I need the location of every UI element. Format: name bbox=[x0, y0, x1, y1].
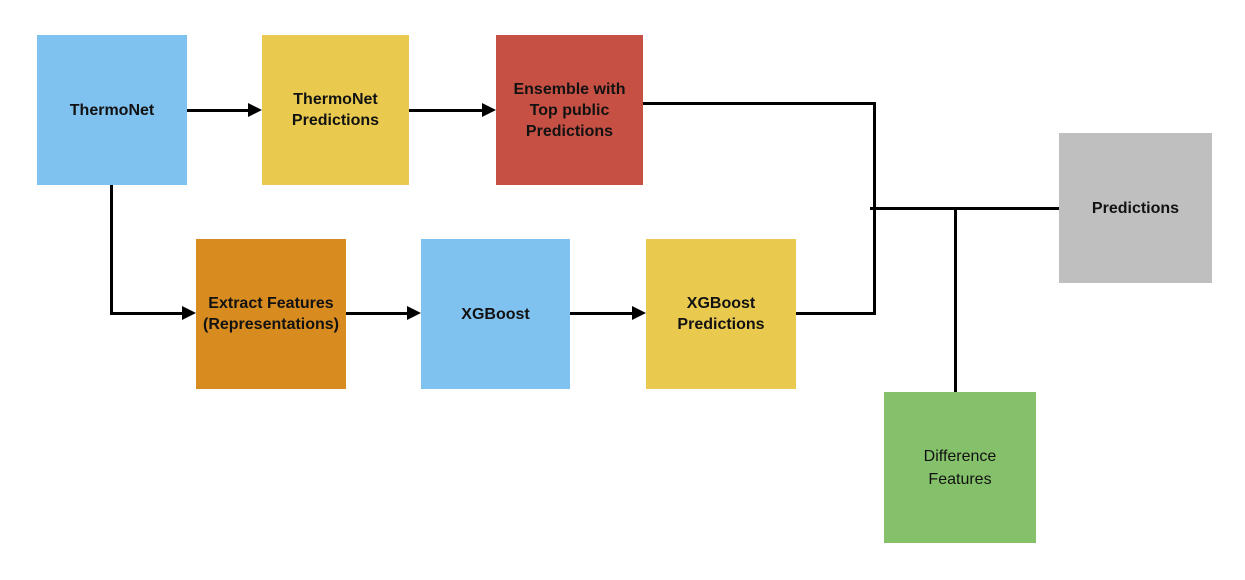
arrowhead-ensemble bbox=[482, 103, 496, 117]
node-thermonet: ThermoNet bbox=[37, 35, 187, 185]
edge-extract-features-to-xgboost bbox=[346, 312, 407, 315]
node-ensemble-top-public-label: Ensemble with Top public Predictions bbox=[513, 80, 626, 140]
node-xgboost-label: XGBoost bbox=[461, 305, 530, 323]
arrowhead-xgboost bbox=[407, 306, 421, 320]
edge-xgboost-predictions-to-junction bbox=[796, 312, 876, 315]
edge-thermonet-to-thermonet-predictions bbox=[187, 109, 248, 112]
node-xgboost: XGBoost bbox=[421, 239, 570, 389]
node-difference-features: Difference Features bbox=[884, 392, 1036, 543]
node-thermonet-predictions: ThermoNet Predictions bbox=[262, 35, 409, 185]
edge-ensemble-to-junction bbox=[643, 102, 876, 105]
edge-junction-to-predictions bbox=[870, 207, 1059, 210]
edge-xgboost-to-xgboost-predictions bbox=[570, 312, 632, 315]
node-extract-features: Extract Features (Representations) bbox=[196, 239, 346, 389]
node-thermonet-predictions-label: ThermoNet Predictions bbox=[291, 91, 380, 129]
edge-junction-to-difference-features bbox=[954, 207, 957, 392]
node-thermonet-label: ThermoNet bbox=[69, 101, 155, 119]
node-xgboost-predictions: XGBoost Predictions bbox=[646, 239, 796, 389]
node-predictions: Predictions bbox=[1059, 133, 1212, 283]
edge-thermonet-to-extract-features bbox=[110, 312, 182, 315]
node-difference-features-label: Difference Features bbox=[923, 447, 997, 488]
arrowhead-thermonet-predictions bbox=[248, 103, 262, 117]
arrowhead-xgboost-predictions bbox=[632, 306, 646, 320]
node-extract-features-label: Extract Features (Representations) bbox=[202, 295, 340, 333]
edge-thermonet-predictions-to-ensemble bbox=[409, 109, 482, 112]
node-ensemble-top-public: Ensemble with Top public Predictions bbox=[496, 35, 643, 185]
node-predictions-label: Predictions bbox=[1091, 199, 1180, 217]
arrowhead-extract-features bbox=[182, 306, 196, 320]
edge-thermonet-down-segment bbox=[110, 185, 113, 315]
node-xgboost-predictions-label: XGBoost Predictions bbox=[677, 295, 765, 333]
